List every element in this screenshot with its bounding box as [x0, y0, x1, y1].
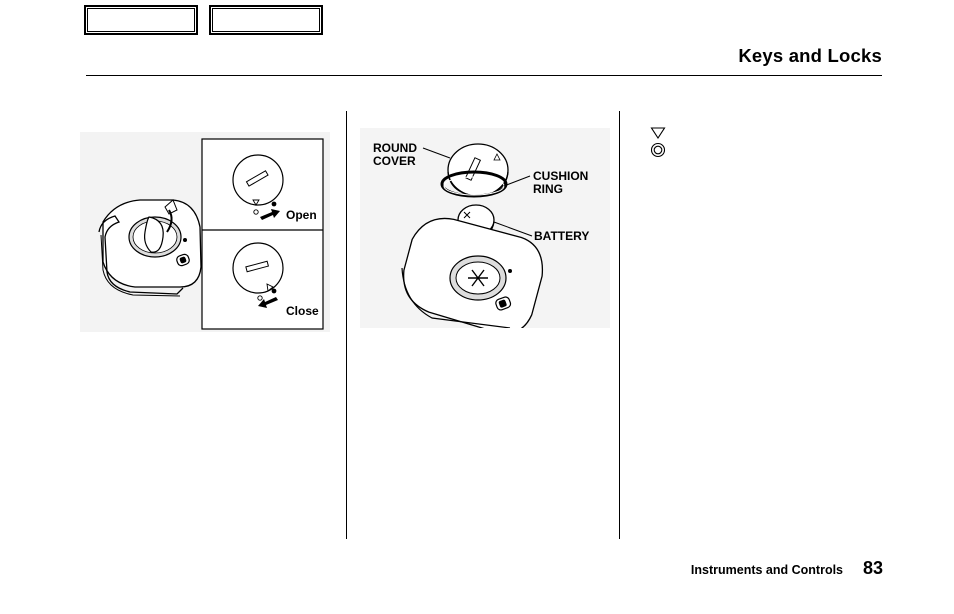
open-label: Open [286, 208, 317, 222]
open-inset-illustration [232, 154, 284, 220]
page-title: Keys and Locks [738, 45, 882, 66]
cushion-ring-label-line2: RING [533, 182, 563, 196]
remote-fob-illustration [98, 199, 202, 297]
remote-fob-open-illustration [401, 217, 544, 328]
nav-button-previous[interactable] [84, 5, 198, 35]
triangle-down-outline-icon [650, 126, 666, 145]
round-cover-label-line1: ROUND [373, 141, 417, 155]
nav-button-next[interactable] [209, 5, 323, 35]
battery-label: BATTERY [534, 229, 589, 243]
footer-section-name: Instruments and Controls [690, 563, 843, 577]
column-divider-right [619, 111, 620, 539]
column-divider-left [346, 111, 347, 539]
close-label: Close [286, 304, 319, 318]
close-inset-illustration [232, 242, 284, 308]
round-cover-illustration [447, 143, 509, 197]
header-divider [86, 75, 882, 76]
round-cover-label-line2: COVER [373, 154, 416, 168]
figure-battery-replacement: ROUND COVER CUSHION RING BATTERY [360, 128, 610, 328]
footer-page-number: 83 [862, 558, 883, 578]
cushion-ring-label-line1: CUSHION [533, 169, 588, 183]
figure-remote-open-close: Open Close [80, 132, 330, 332]
double-circle-icon [650, 142, 666, 163]
